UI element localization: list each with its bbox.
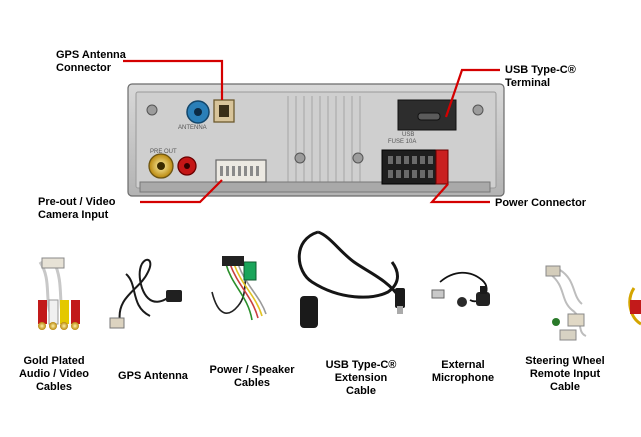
preout-callout-line	[140, 179, 223, 204]
usb-terminal-label: USB Type-C® Terminal	[505, 64, 576, 90]
caption-usb-extension-cable: USB Type-C® Extension Cable	[306, 359, 416, 398]
antenna-port	[186, 100, 210, 124]
caption-line: Steering Wheel	[525, 355, 605, 367]
callout-lines	[123, 59, 500, 204]
caption-line: Microphone	[431, 372, 495, 384]
caption-line: Cables	[35, 381, 73, 393]
usb-marking: USB	[402, 132, 415, 138]
caption-line: Audio / Video	[18, 368, 90, 380]
preout-marking: PRE OUT	[150, 149, 177, 155]
external-microphone-image	[431, 271, 490, 307]
caption-line: Cables	[233, 377, 271, 389]
usb-callout-line1: USB Type-C®	[505, 64, 576, 76]
gps-antenna-image	[109, 258, 182, 329]
caption-external-microphone: External Microphone	[418, 359, 508, 385]
preout-video-label: Pre-out / Video Camera Input	[38, 196, 115, 222]
caption-line: Remote Input	[529, 368, 601, 380]
caption-gps-antenna: GPS Antenna	[106, 370, 200, 383]
fuse-marking: FUSE 10A	[388, 139, 417, 145]
power-callout-line	[429, 183, 490, 204]
power-connector-label: Power Connector	[495, 197, 587, 209]
antenna-marking: ANTENNA	[178, 125, 207, 131]
partial-accessory-edge	[628, 287, 641, 326]
caption-steering-wheel-remote: Steering Wheel Remote Input Cable	[510, 355, 620, 394]
usb-callout-line	[444, 68, 500, 118]
usb-extension-cable-image	[297, 230, 405, 328]
gps-callout-line2: Connector	[56, 62, 111, 74]
gps-callout-line1: GPS Antenna	[56, 49, 126, 61]
caption-line: Extension	[334, 372, 388, 384]
caption-power-speaker-cables: Power / Speaker Cables	[196, 364, 308, 390]
caption-line: GPS Antenna	[118, 370, 188, 382]
power-speaker-cables-image	[211, 256, 267, 321]
preout-rca-ports	[148, 153, 197, 179]
caption-line: Gold Plated	[23, 355, 85, 367]
steering-wheel-remote-image	[545, 265, 587, 341]
preout-callout-line1: Pre-out / Video	[38, 196, 116, 208]
caption-line: External	[441, 359, 485, 371]
caption-line: USB Type-C®	[325, 359, 397, 371]
gps-callout-line	[123, 59, 224, 100]
preout-video-connector	[215, 159, 267, 183]
preout-callout-line2: Camera Input	[38, 209, 109, 221]
power-connector-port	[381, 149, 449, 185]
caption-line: Cable	[550, 381, 580, 393]
caption-line: Power / Speaker	[209, 364, 295, 376]
usb-callout-line2: Terminal	[505, 77, 551, 89]
gps-antenna-connector-label: GPS Antenna Connector	[56, 49, 126, 75]
gold-plated-cables-image	[38, 257, 80, 330]
caption-gold-plated-cables: Gold Plated Audio / Video Cables	[6, 355, 102, 394]
gps-connector-port	[213, 99, 235, 123]
caption-line: Cable	[346, 385, 376, 397]
